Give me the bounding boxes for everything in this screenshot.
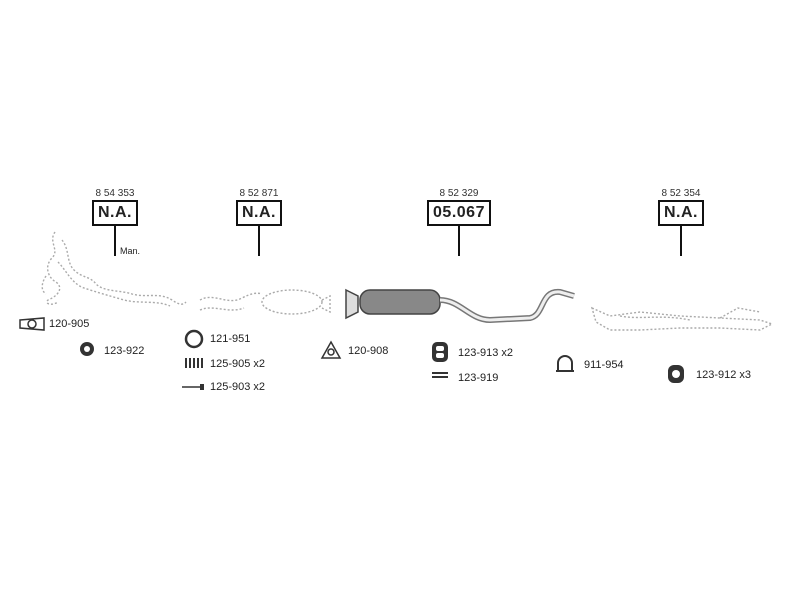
rubber-ring-icon bbox=[80, 342, 94, 356]
mounting-rubber-icon bbox=[668, 365, 684, 383]
accessory-label[interactable]: 125-905 x2 bbox=[210, 358, 266, 370]
accessory-label[interactable]: 121-951 bbox=[210, 333, 251, 345]
section-middle-silencer: 8 52 329 05.067 bbox=[414, 188, 504, 256]
clamp-icon bbox=[556, 355, 574, 372]
rear-silencer-ghost bbox=[590, 306, 774, 331]
accessory-label[interactable]: 123-919 bbox=[458, 372, 499, 384]
callout-line bbox=[258, 226, 260, 256]
part-number: 8 52 354 bbox=[661, 188, 701, 199]
section-rear-silencer: 8 52 354 N.A. bbox=[636, 188, 726, 256]
section-code-box[interactable]: N.A. bbox=[236, 200, 282, 226]
section-intermediate-pipe: 8 52 871 N.A. bbox=[214, 188, 304, 256]
bolt-icon bbox=[182, 384, 204, 390]
section-front-pipe: 8 54 353 N.A. bbox=[70, 188, 160, 256]
gasket-icon bbox=[19, 317, 45, 331]
accessory-label[interactable]: 123-912 x3 bbox=[696, 369, 752, 381]
catalyst-ghost bbox=[199, 289, 331, 315]
section-code-box[interactable]: N.A. bbox=[658, 200, 704, 226]
section-code-box[interactable]: 05.067 bbox=[427, 200, 491, 226]
accessory-label[interactable]: 120-908 bbox=[348, 345, 389, 357]
rubber-hanger-icon bbox=[432, 342, 448, 362]
manual-note: Man. bbox=[120, 246, 141, 256]
part-number: 8 52 329 bbox=[439, 188, 479, 199]
accessory-label[interactable]: 125-903 x2 bbox=[210, 381, 266, 393]
triangle-gasket-icon bbox=[320, 340, 342, 359]
strap-icon bbox=[432, 372, 448, 378]
accessory-label[interactable]: 911-954 bbox=[584, 359, 624, 371]
section-code-box[interactable]: N.A. bbox=[92, 200, 138, 226]
middle-silencer bbox=[345, 288, 575, 324]
part-number: 8 52 871 bbox=[239, 188, 279, 199]
accessory-label[interactable]: 120-905 bbox=[49, 318, 90, 330]
callout-line bbox=[458, 226, 460, 256]
spring-icon bbox=[185, 358, 203, 368]
callout-line bbox=[114, 226, 116, 256]
seal-ring-icon bbox=[184, 329, 204, 349]
front-pipe-ghost bbox=[41, 231, 187, 307]
callout-line bbox=[680, 226, 682, 256]
accessory-label[interactable]: 123-922 bbox=[104, 345, 145, 357]
accessory-label[interactable]: 123-913 x2 bbox=[458, 347, 514, 359]
part-number: 8 54 353 bbox=[95, 188, 135, 199]
